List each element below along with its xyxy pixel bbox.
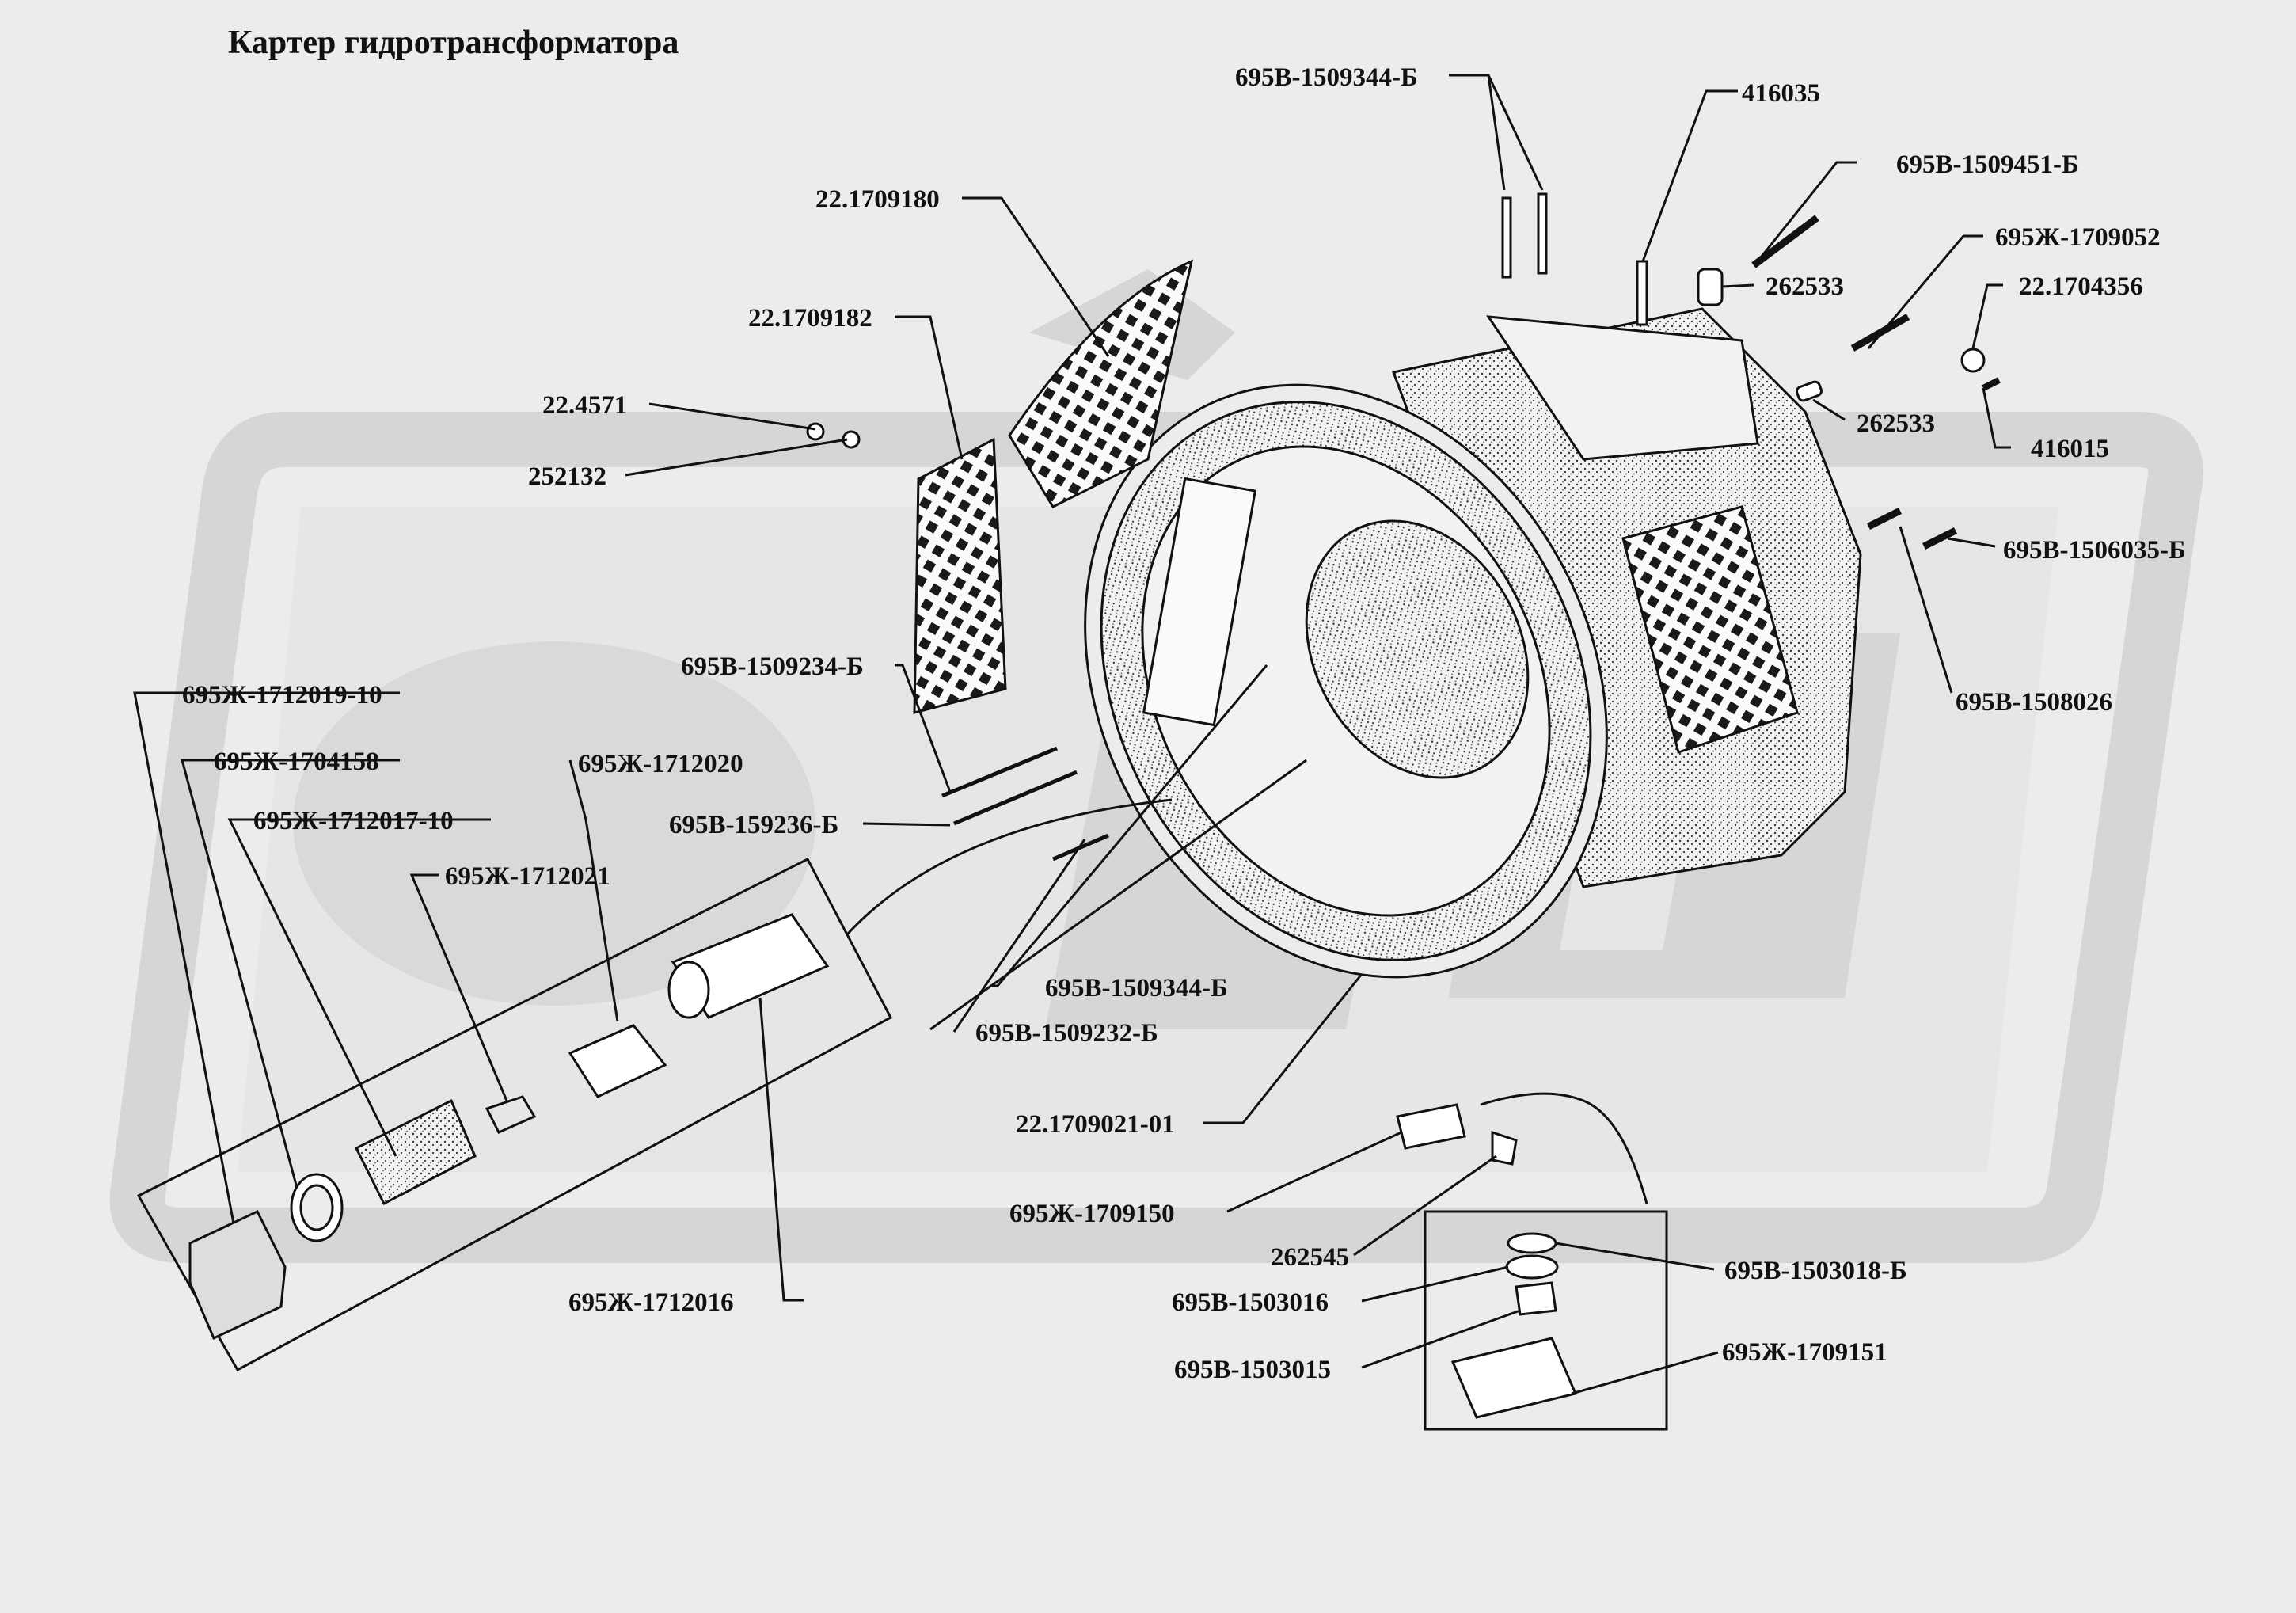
callout-695V-1503016: 695В-1503016 (1172, 1288, 1329, 1317)
screen-22.1709180 (1008, 259, 1194, 508)
callout-22.1709021-01: 22.1709021-01 (1016, 1110, 1175, 1139)
callout-labels: 695В-1509344-Б 416035 695В-1509451-Б 695… (182, 63, 2186, 1384)
callout-22.1709180: 22.1709180 (815, 185, 940, 214)
screen-22.1709182 (913, 437, 1007, 714)
callout-695V-1509344-B-top: 695В-1509344-Б (1235, 63, 1418, 92)
callout-695V-1503015: 695В-1503015 (1174, 1356, 1331, 1384)
callout-695V-1506035-B: 695В-1506035-Б (2003, 536, 2186, 565)
callout-695Zh-1712016: 695Ж-1712016 (568, 1288, 734, 1317)
callout-695V-1509232-B: 695В-1509232-Б (975, 1019, 1158, 1048)
fitting-assembly (1396, 1103, 1668, 1431)
converter-housing (1084, 307, 1862, 979)
callout-22.1704356: 22.1704356 (2019, 272, 2143, 301)
callout-695V-1509234-B: 695В-1509234-Б (681, 652, 864, 681)
oil-tubes (846, 746, 1648, 1204)
callout-695Zh-1712021: 695Ж-1712021 (445, 862, 610, 891)
callout-695V-159236-B: 695В-159236-Б (669, 811, 838, 839)
callout-695Zh-1709151: 695Ж-1709151 (1722, 1338, 1887, 1367)
callout-695Zh-1712020: 695Ж-1712020 (578, 750, 743, 778)
callout-22.4571: 22.4571 (542, 391, 627, 420)
callout-22.1709182: 22.1709182 (748, 304, 872, 333)
callout-695V-1508026: 695В-1508026 (1956, 688, 2112, 717)
callout-695Zh-1709052: 695Ж-1709052 (1995, 223, 2161, 252)
page-title: Картер гидротрансформатора (228, 25, 679, 61)
leader-lines (133, 74, 2011, 1395)
callout-695V-1509451-B: 695В-1509451-Б (1896, 150, 2079, 179)
callout-695Zh-1712019-10: 695Ж-1712019-10 (182, 681, 382, 709)
callout-262533-b: 262533 (1857, 409, 1935, 438)
callout-416015: 416015 (2031, 435, 2109, 463)
callout-262545: 262545 (1271, 1243, 1349, 1272)
callout-695V-1509344-B-bottom: 695В-1509344-Б (1045, 974, 1228, 1002)
valve-assembly (136, 857, 893, 1372)
callout-262533-a: 262533 (1766, 272, 1844, 301)
callout-252132: 252132 (528, 462, 606, 491)
callout-416035: 416035 (1742, 79, 1820, 108)
callout-695V-1503018-B: 695В-1503018-Б (1724, 1257, 1907, 1285)
callout-695Zh-1709150: 695Ж-1709150 (1009, 1200, 1175, 1228)
callout-695Zh-1712017-10: 695Ж-1712017-10 (253, 807, 454, 835)
callout-695Zh-1704158: 695Ж-1704158 (214, 748, 379, 776)
